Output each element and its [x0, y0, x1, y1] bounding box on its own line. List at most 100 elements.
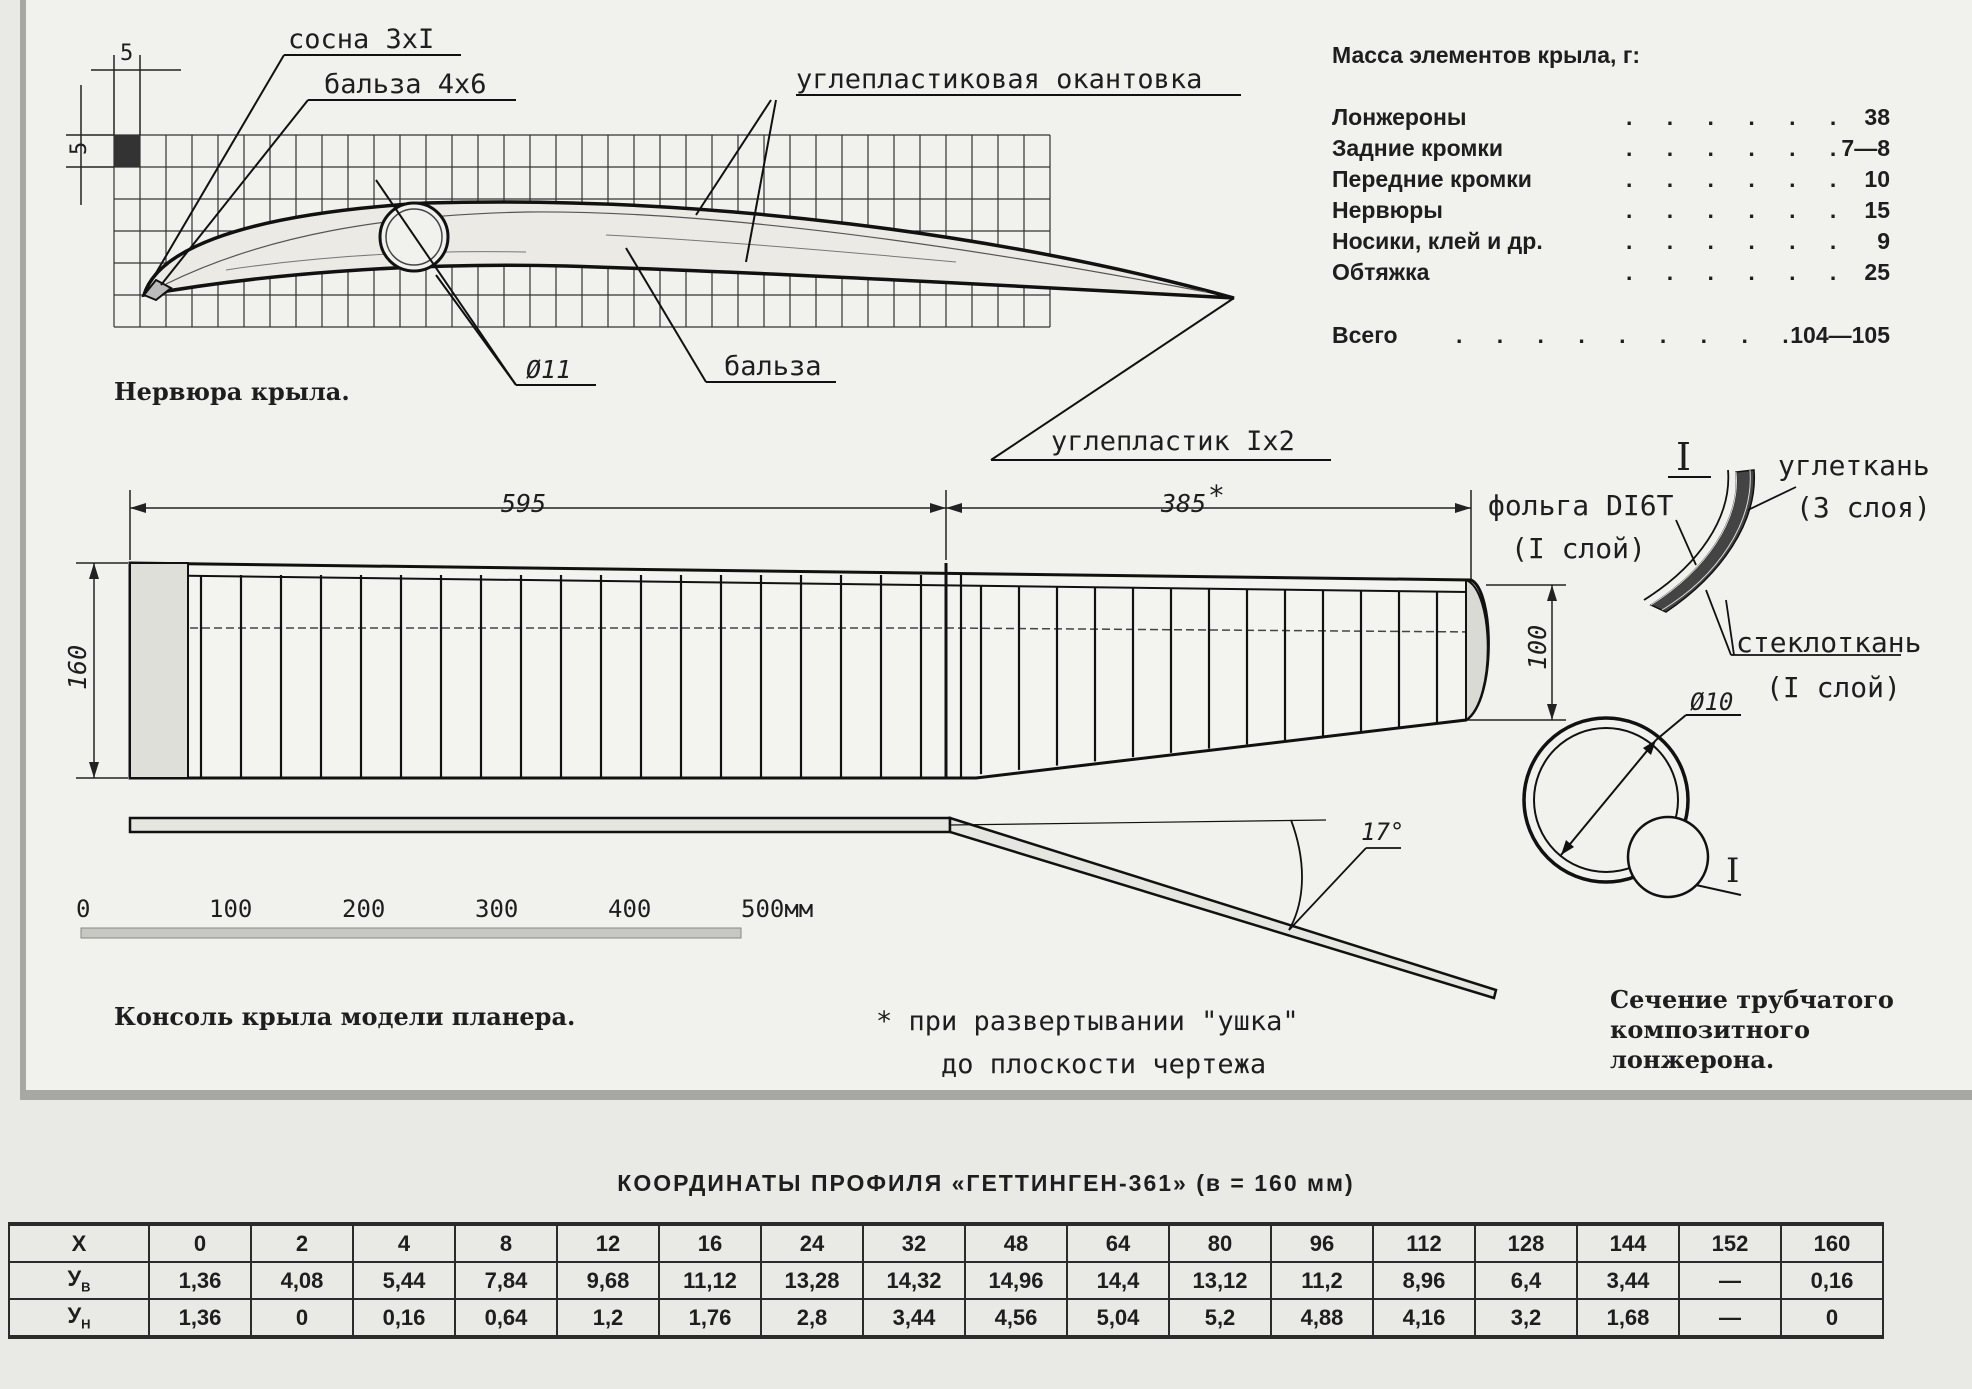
table-cell-yv: 5,44 — [352, 1261, 456, 1300]
row-x-label: X — [8, 1222, 150, 1263]
mass-item-dots: . . . . . . — [1626, 135, 1850, 161]
layer-leaders — [1675, 486, 1901, 656]
table-cell-yn: 5,04 — [1066, 1298, 1170, 1339]
table-cell-yn: 4,56 — [964, 1298, 1068, 1339]
table-cell-yn: 1,68 — [1576, 1298, 1680, 1339]
table-cell-x: 32 — [862, 1222, 966, 1263]
table-cell-yn: 2,8 — [760, 1298, 864, 1339]
label-carbon-strip: углепластик Iх2 — [1051, 426, 1295, 457]
table-cell-x: 2 — [250, 1222, 354, 1263]
mass-item-value: 10 — [1864, 166, 1890, 192]
detail-marker: I — [1676, 435, 1691, 479]
mass-item-value: 38 — [1864, 104, 1890, 130]
rib-airfoil — [141, 200, 1235, 302]
label-carbon-layers: (3 слоя) — [1796, 491, 1931, 524]
table-cell-yn: 0,16 — [352, 1298, 456, 1339]
spar-detail-marker: I — [1726, 851, 1739, 891]
section-caption-1: Сечение трубчатого — [1610, 985, 1894, 1014]
mass-item-dots: . . . . . . — [1626, 228, 1850, 254]
dim-span-inner: 595 — [501, 489, 546, 518]
table-cell-x: 96 — [1270, 1222, 1374, 1263]
table-cell-yv: 9,68 — [556, 1261, 660, 1300]
dim-dihedral: 17° — [1361, 818, 1404, 846]
mass-item-value: 15 — [1864, 197, 1890, 223]
spar-section — [1522, 714, 1742, 899]
table-cell-yn: 4,16 — [1372, 1298, 1476, 1339]
profile-table-title: КООРДИНАТЫ ПРОФИЛЯ «ГЕТТИНГЕН-361» (в = … — [617, 1170, 1355, 1196]
dim-chord-tip: 100 — [1523, 625, 1552, 670]
table-cell-yv: 3,44 — [1576, 1261, 1680, 1300]
table-cell-yv: 14,32 — [862, 1261, 966, 1300]
table-cell-yn: 3,44 — [862, 1298, 966, 1339]
mass-total-dots: . . . . . . . . . — [1456, 322, 1803, 348]
wing-drawing: 5 5 сосна 3хI бальза 4х6 углепластиковая… — [63, 24, 1931, 1080]
grid-dim-h-label: 5 — [120, 41, 133, 66]
grid-dim-v-label: 5 — [67, 142, 92, 155]
wing-note-line2: до плоскости чертежа — [941, 1049, 1266, 1080]
table-cell-yn: 0 — [250, 1298, 354, 1339]
grid-dim-vertical — [66, 85, 114, 205]
scale-label: 300 — [475, 895, 518, 923]
table-cell-yv: 6,4 — [1474, 1261, 1578, 1300]
scale-label: 0 — [76, 895, 90, 923]
row-yn-label: УН — [8, 1298, 150, 1339]
table-cell-yn: 1,76 — [658, 1298, 762, 1339]
table-cell-x: 48 — [964, 1222, 1068, 1263]
section-caption-2: композитного — [1610, 1015, 1810, 1044]
table-cell-yn: 1,36 — [148, 1298, 252, 1339]
dim-chord-root: 160 — [63, 645, 92, 690]
mass-item-value: 25 — [1864, 259, 1890, 285]
label-balsa-strip: бальза 4х6 — [324, 69, 487, 100]
mass-item-name: Задние кромки — [1332, 135, 1503, 161]
wing-dim-arrows — [89, 503, 1557, 778]
mass-item-value: 9 — [1877, 228, 1890, 254]
table-cell-yn: 5,2 — [1168, 1298, 1272, 1339]
table-cell-yn: 0,64 — [454, 1298, 558, 1339]
label-hole-dia: Ø11 — [526, 355, 571, 384]
table-cell-x: 152 — [1678, 1222, 1782, 1263]
mass-title: Масса элементов крыла, г: — [1332, 42, 1640, 68]
mass-item-dots: . . . . . . — [1626, 104, 1850, 130]
scale-label: 400 — [608, 895, 651, 923]
table-cell-yn: — — [1678, 1298, 1782, 1339]
rib-leaders — [145, 54, 1331, 461]
table-cell-yn: 1,2 — [556, 1298, 660, 1339]
table-cell-yv: 8,96 — [1372, 1261, 1476, 1300]
label-foil-layers: (I слой) — [1511, 532, 1646, 565]
mass-item-name: Обтяжка — [1332, 259, 1430, 285]
label-glass-cloth: стеклоткань — [1736, 626, 1921, 659]
grid-dim-horizontal — [91, 55, 181, 135]
wing-front-view — [128, 816, 1498, 1000]
table-cell-x: 80 — [1168, 1222, 1272, 1263]
table-cell-x: 4 — [352, 1222, 456, 1263]
mass-item-name: Нервюры — [1332, 197, 1443, 223]
table-cell-x: 16 — [658, 1222, 762, 1263]
scale-label: 100 — [209, 895, 252, 923]
mass-item-dots: . . . . . . — [1626, 197, 1850, 223]
row-yv-label: УВ — [8, 1261, 150, 1300]
table-cell-x: 12 — [556, 1222, 660, 1263]
table-cell-yv: 14,96 — [964, 1261, 1068, 1300]
table-cell-x: 144 — [1576, 1222, 1680, 1263]
table-cell-yv: 14,4 — [1066, 1261, 1170, 1300]
mass-item-name: Передние кромки — [1332, 166, 1532, 192]
table-cell-x: 8 — [454, 1222, 558, 1263]
mass-item-value: 7—8 — [1841, 135, 1890, 161]
mass-item-dots: . . . . . . — [1626, 259, 1850, 285]
table-cell-yn: 4,88 — [1270, 1298, 1374, 1339]
grid-unit-cell — [114, 135, 140, 167]
layer-detail: I — [1643, 435, 1755, 613]
dim-asterisk: * — [1208, 479, 1225, 512]
mass-item-name: Лонжероны — [1332, 104, 1467, 130]
label-glass-layers: (I слой) — [1766, 671, 1901, 704]
wing-dimensions — [76, 490, 1566, 779]
label-pine: сосна 3хI — [288, 24, 434, 55]
wing-plan — [128, 561, 1490, 780]
scale-label: 500мм — [741, 895, 813, 923]
table-cell-yv: 7,84 — [454, 1261, 558, 1300]
mass-item-dots: . . . . . . — [1626, 166, 1850, 192]
table-cell-yv: 1,36 — [148, 1261, 252, 1300]
scale-label: 200 — [342, 895, 385, 923]
